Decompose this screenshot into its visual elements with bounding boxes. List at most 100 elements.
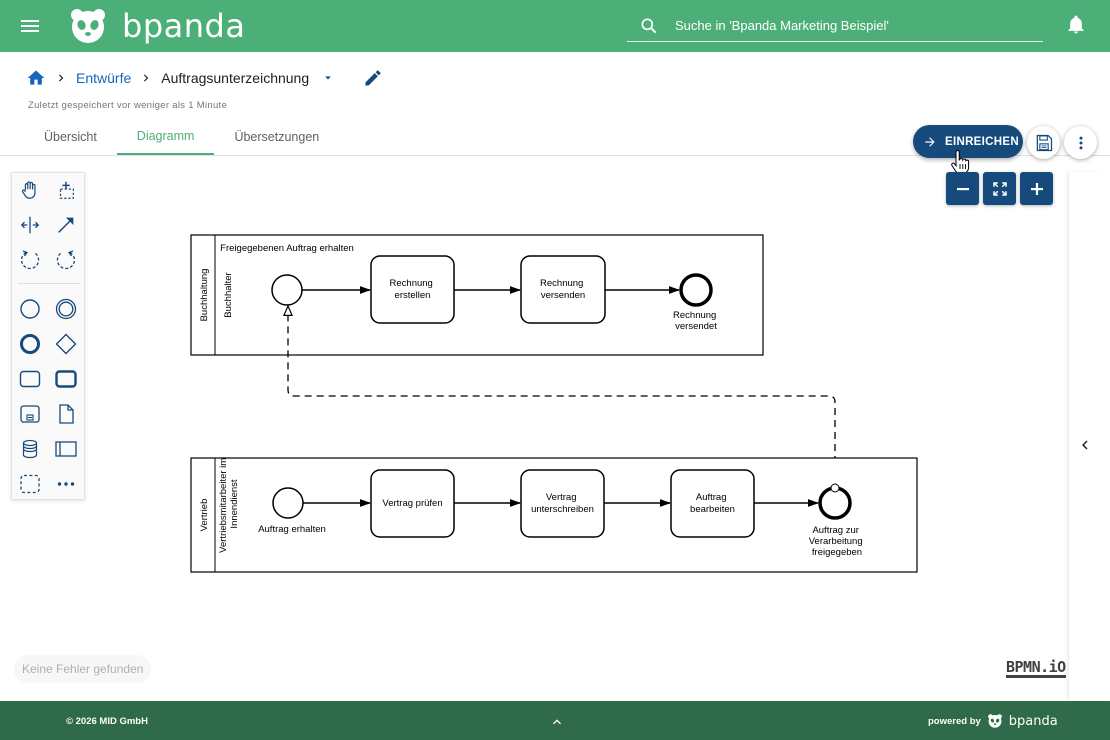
task-label: Vertrag prüfen (382, 498, 442, 509)
powered-by[interactable]: powered by bpanda (928, 713, 1058, 729)
label-line: Vertriebsmitarbeiter im (218, 458, 229, 553)
space-tool-icon[interactable] (16, 211, 44, 239)
data-store-tool-icon[interactable] (16, 435, 44, 463)
panda-logo-icon (987, 714, 1002, 728)
task-send-invoice[interactable]: Rechnung versenden (520, 255, 606, 324)
start-event-approved-order[interactable] (271, 274, 303, 306)
breadcrumb-drafts-link[interactable]: Entwürfe (76, 70, 132, 86)
label-line: Auftrag erhalten (258, 524, 326, 535)
pool-tool-icon[interactable] (52, 435, 80, 463)
fit-screen-icon (992, 181, 1007, 196)
rotate-left-icon[interactable] (16, 246, 44, 274)
top-app-bar: bpanda (0, 0, 1110, 52)
more-tools-icon[interactable] (52, 470, 80, 498)
pool-label-sales: Vertrieb (199, 499, 210, 532)
save-button[interactable] (1027, 126, 1060, 159)
save-floppy-icon (1036, 134, 1052, 151)
connect-tool-icon[interactable] (52, 211, 80, 239)
end-event-invoice-sent[interactable] (679, 273, 713, 307)
submit-button-label: EINREICHEN (945, 135, 1019, 148)
more-options-button[interactable] (1064, 126, 1097, 159)
chevron-left-icon[interactable] (1076, 436, 1094, 454)
copyright-text: © 2026 MID GmbH (66, 716, 148, 727)
intermediate-event-tool-icon[interactable] (52, 295, 80, 323)
start-event-tool-icon[interactable] (16, 295, 44, 323)
footer-brand: bpanda (1008, 713, 1058, 729)
home-icon[interactable] (26, 68, 46, 88)
task-label: bearbeiten (690, 504, 735, 515)
panda-logo-icon[interactable] (68, 6, 108, 46)
hand-tool-icon[interactable] (16, 176, 44, 204)
bpmn-io-logo[interactable]: BPMN.iO (1006, 658, 1066, 678)
svg-text:Vertrag unterschreiben: Vertrag unterschreiben (531, 492, 594, 515)
breadcrumb: Entwürfe Auftragsunterzeichnung (26, 66, 383, 90)
breadcrumb-current: Auftragsunterzeichnung (161, 70, 310, 86)
validation-status-badge: Keine Fehler gefunden (14, 655, 152, 683)
tab-translations[interactable]: Übersetzungen (234, 129, 320, 144)
message-flow[interactable] (288, 306, 836, 487)
end-event-label: Rechnung versendet (673, 310, 719, 332)
group-tool-icon[interactable] (16, 470, 44, 498)
lasso-tool-icon[interactable] (52, 176, 80, 204)
end-event-tool-icon[interactable] (16, 330, 44, 358)
edit-pencil-icon[interactable] (363, 68, 383, 88)
zoom-in-button[interactable] (1020, 172, 1053, 205)
task-label: Vertrag (546, 492, 577, 503)
tab-overview[interactable]: Übersicht (44, 129, 97, 144)
svg-text:Rechnung versenden: Rechnung versenden (540, 278, 586, 301)
tab-diagram[interactable]: Diagramm (116, 118, 215, 155)
label-line: Auftrag zur (812, 525, 858, 536)
chevron-right-icon (59, 74, 64, 82)
brand-name[interactable]: bpanda (122, 7, 246, 45)
label-line: Rechnung (673, 310, 716, 321)
end-event-label: Auftrag zur Verarbeitung freigegeben (809, 525, 866, 558)
svg-text:Rechnung erstellen: Rechnung erstellen (390, 278, 436, 301)
search-input[interactable] (675, 14, 1035, 36)
bpmn-canvas[interactable]: Buchhaltung Buchhalter Freigegebenen Auf… (0, 156, 1068, 700)
last-saved-status: Zuletzt gespeichert vor weniger als 1 Mi… (28, 100, 228, 111)
task-process-order[interactable]: Auftrag bearbeiten (670, 469, 755, 538)
transaction-tool-icon[interactable] (52, 365, 80, 393)
svg-text:Vertrag prüfen: Vertrag prüfen (382, 498, 442, 509)
zoom-out-button[interactable] (946, 172, 979, 205)
bell-icon[interactable] (1066, 15, 1086, 35)
task-sign-contract[interactable]: Vertrag unterschreiben (520, 469, 605, 538)
tab-bar: Übersicht Diagramm Übersetzungen (24, 118, 339, 156)
data-object-tool-icon[interactable] (52, 400, 80, 428)
label-line: versendet (675, 321, 717, 332)
task-label: unterschreiben (531, 504, 594, 515)
start-event-label: Freigegebenen Auftrag erhalten (220, 243, 354, 254)
chevron-up-icon[interactable] (549, 714, 565, 730)
powered-by-label: powered by (928, 715, 981, 727)
label-line: freigegeben (812, 547, 862, 558)
menu-icon[interactable] (18, 14, 42, 38)
pointer-hand-cursor-icon (951, 150, 970, 174)
task-create-invoice[interactable]: Rechnung erstellen (370, 255, 455, 324)
modeling-palette (11, 172, 85, 500)
gateway-tool-icon[interactable] (52, 330, 80, 358)
start-event-order-received[interactable] (272, 487, 304, 519)
plus-icon (1030, 182, 1043, 195)
caret-down-icon[interactable] (319, 69, 337, 87)
label-line: Verarbeitung (809, 536, 863, 547)
search-icon[interactable] (639, 16, 659, 36)
chevron-right-icon (144, 74, 149, 82)
lane-label-accountant: Buchhalter (223, 272, 234, 317)
minus-icon (956, 187, 969, 190)
svg-text:Auftrag bearbeiten: Auftrag bearbeiten (690, 492, 735, 515)
task-tool-icon[interactable] (16, 365, 44, 393)
task-label: erstellen (395, 290, 431, 301)
properties-panel-collapsed (1068, 172, 1102, 700)
label-line: Innendienst (229, 479, 240, 528)
pool-label-accounting: Buchhaltung (199, 269, 210, 322)
rotate-right-icon[interactable] (52, 246, 80, 274)
task-check-contract[interactable]: Vertrag prüfen (370, 469, 455, 538)
fit-to-screen-button[interactable] (983, 172, 1016, 205)
pool-accounting[interactable]: Buchhaltung Buchhalter (190, 234, 764, 356)
more-vertical-icon (1079, 136, 1082, 149)
submit-button[interactable]: EINREICHEN (913, 125, 1023, 158)
search-bar[interactable] (627, 8, 1043, 42)
end-event-order-released[interactable] (818, 483, 852, 520)
subprocess-tool-icon[interactable] (16, 400, 44, 428)
footer: © 2026 MID GmbH powered by bpanda (0, 701, 1110, 740)
